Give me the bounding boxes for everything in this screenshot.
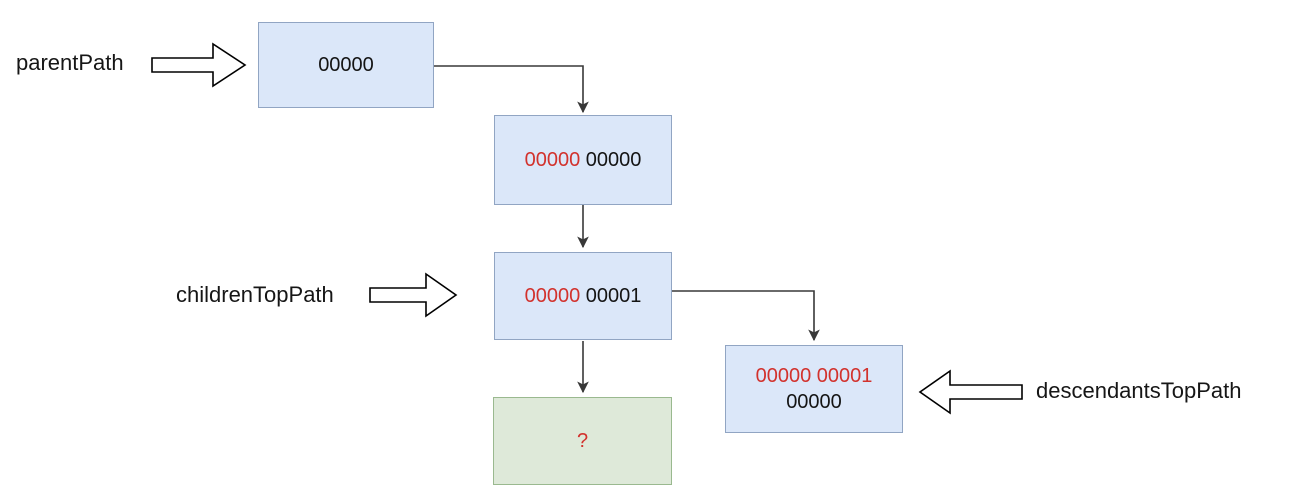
node-child-first: 00000 00000 bbox=[494, 115, 672, 205]
descendants-top-path-block-arrow-left-icon bbox=[918, 369, 1023, 415]
node-children-top: 00000 00001 bbox=[494, 252, 672, 340]
parent-path-label: parentPath bbox=[16, 50, 124, 75]
descendants-top-path-label: descendantsTopPath bbox=[1036, 378, 1242, 403]
node-parent: 00000 bbox=[258, 22, 434, 108]
node-descendants-top: 00000 00001 00000 bbox=[725, 345, 903, 433]
node-descendants-top-line2: 00000 bbox=[786, 391, 842, 413]
node-children-top-prefix: 00000 bbox=[524, 285, 581, 307]
node-parent-value: 00000 bbox=[318, 54, 374, 76]
node-child-first-suffix: 00000 bbox=[585, 149, 642, 171]
node-descendants-top-line1: 00000 00001 bbox=[755, 365, 873, 387]
parent-path-block-arrow-right-icon bbox=[151, 42, 247, 88]
node-child-first-prefix: 00000 bbox=[524, 149, 581, 171]
node-unknown-value: ? bbox=[576, 430, 589, 452]
connector-children-top-to-descendants-top bbox=[672, 290, 820, 342]
children-top-path-block-arrow-right-icon bbox=[369, 272, 458, 318]
node-children-top-suffix: 00001 bbox=[585, 285, 642, 307]
node-unknown: ? bbox=[493, 397, 672, 485]
children-top-path-label: childrenTopPath bbox=[176, 282, 334, 307]
connector-parent-to-child-first bbox=[434, 65, 589, 114]
